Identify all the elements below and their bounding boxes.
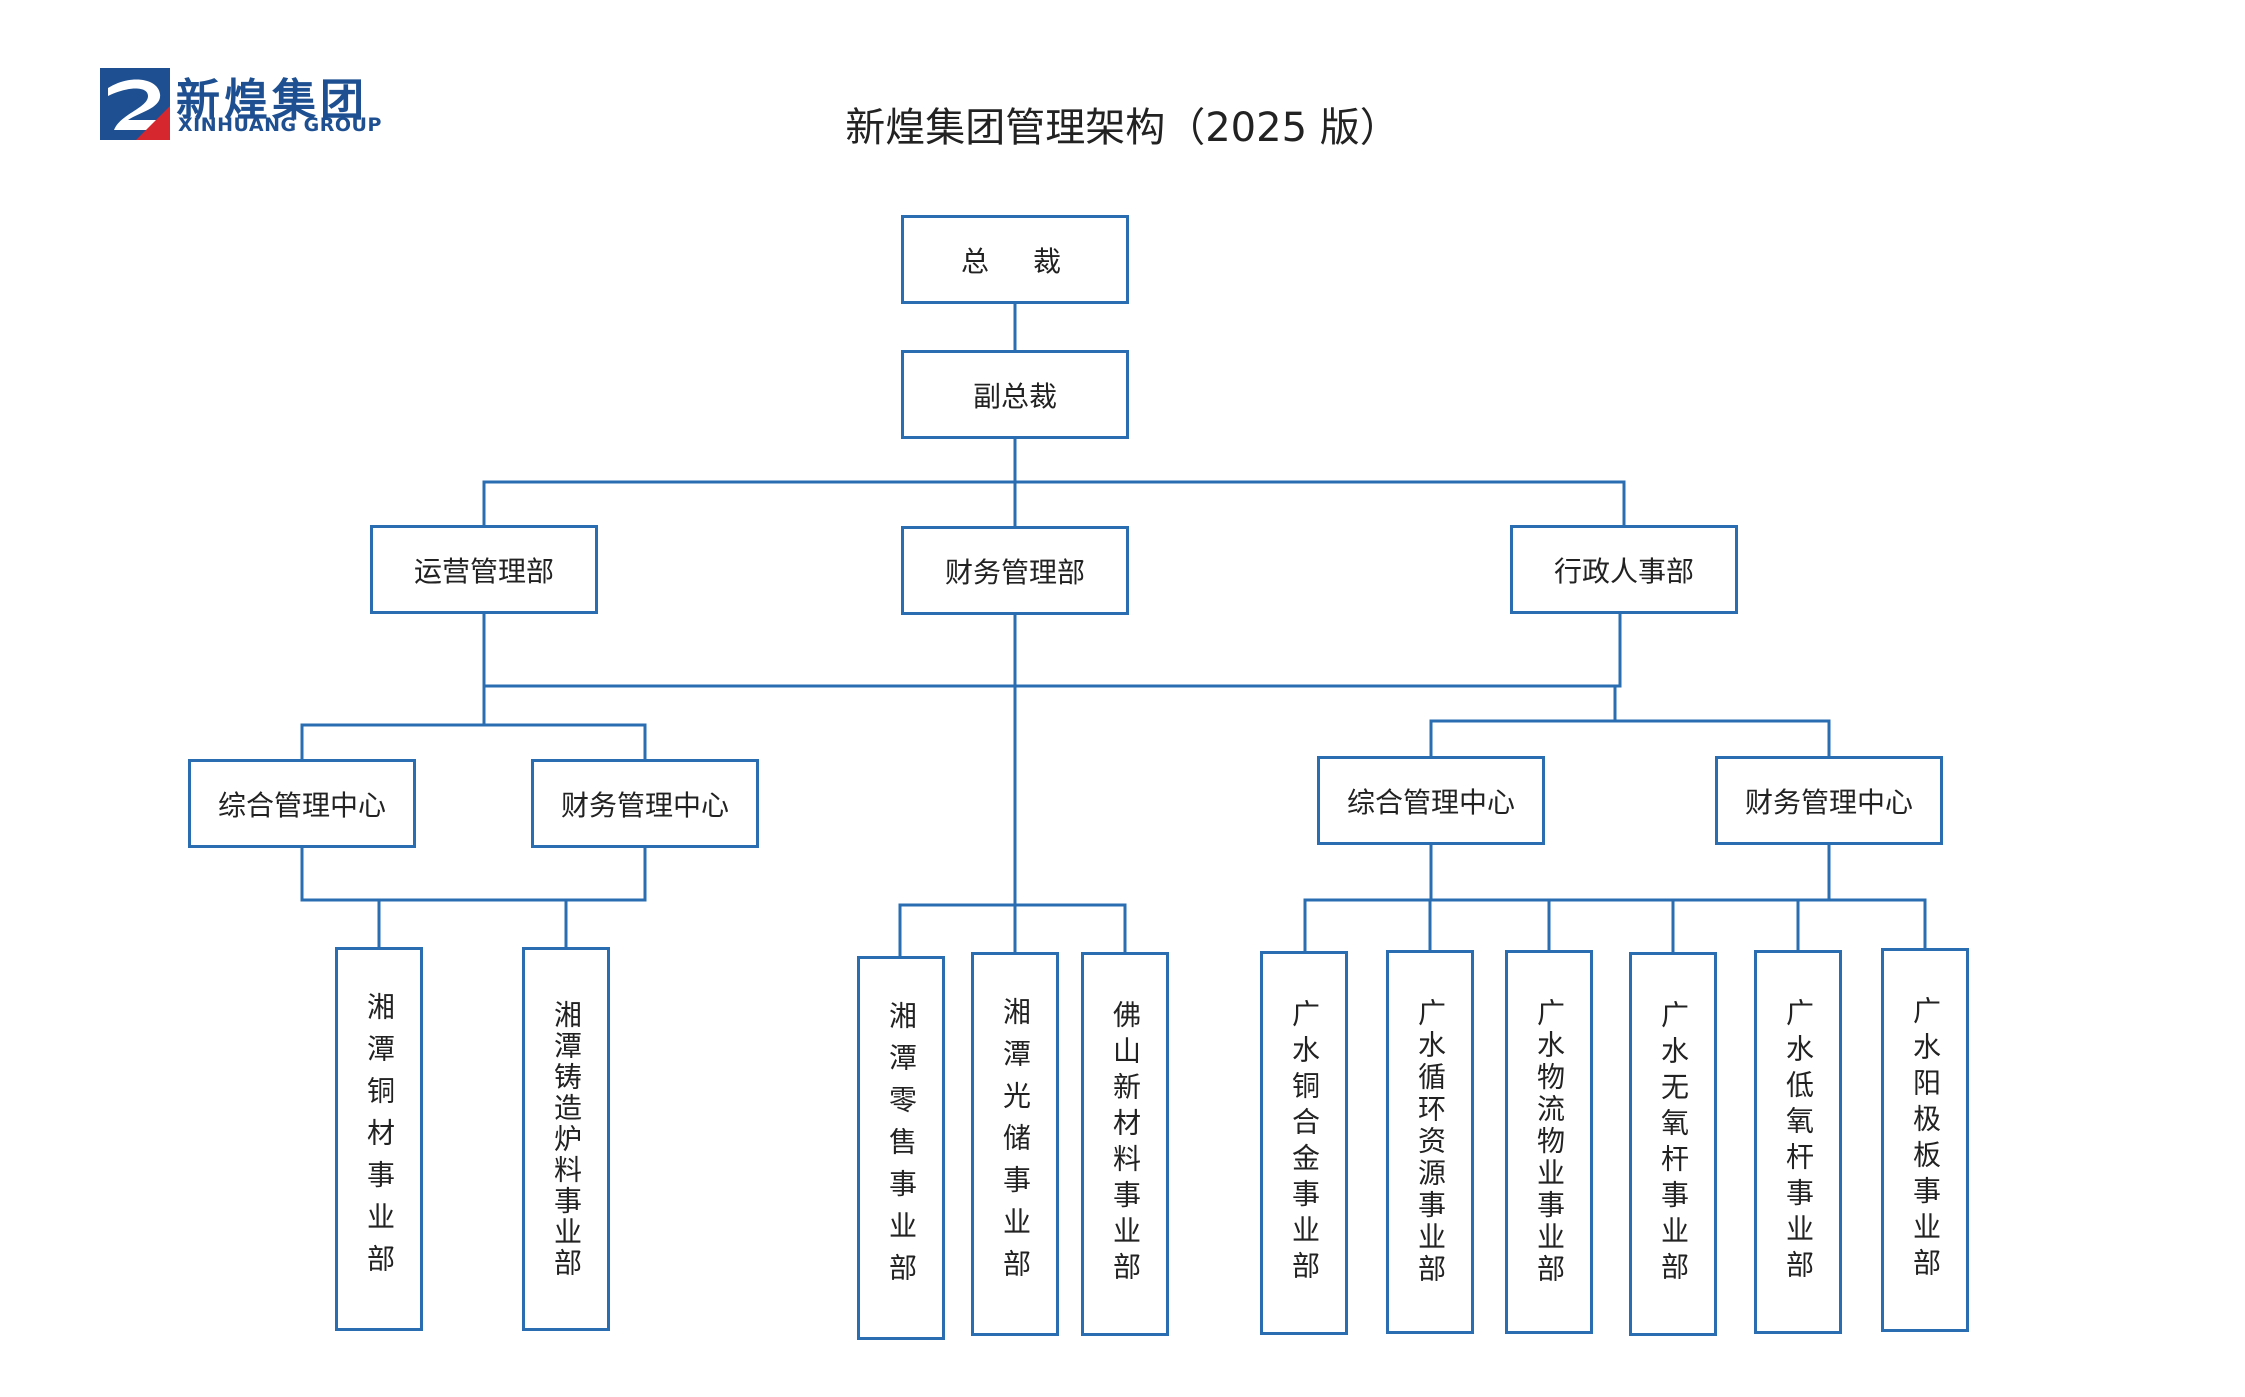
node-vice-president: 副总裁 [901,350,1129,439]
logo-chinese-name: 新煌集团 [176,75,368,126]
node-guangshui-recycling-division: 广水循环资源事业部 [1386,950,1474,1334]
node-admin-hr-dept: 行政人事部 [1510,525,1738,614]
node-left-general-center: 综合管理中心 [188,759,416,848]
logo-english-name: XINHUANG GROUP [178,114,382,136]
node-right-finance-center: 财务管理中心 [1715,756,1943,845]
node-guangshui-low-oxygen-rod-division: 广水低氧杆事业部 [1754,950,1842,1334]
node-finance-dept: 财务管理部 [901,526,1129,615]
node-foshan-new-material-division: 佛山新材料事业部 [1081,952,1169,1336]
node-xiangtan-retail-division: 湘潭零售事业部 [857,956,945,1340]
chart-title: 新煌集团管理架构（2025 版） [845,105,1400,151]
node-guangshui-copper-alloy-division: 广水铜合金事业部 [1260,951,1348,1335]
node-guangshui-anode-plate-division: 广水阳极板事业部 [1881,948,1969,1332]
node-xiangtan-pv-storage-division: 湘潭光储事业部 [971,952,1059,1336]
node-right-general-center: 综合管理中心 [1317,756,1545,845]
xinhuang-logo-icon [100,68,170,140]
node-xiangtan-copper-division: 湘潭铜材事业部 [335,947,423,1331]
node-xiangtan-casting-division: 湘潭铸造炉料事业部 [522,947,610,1331]
node-left-finance-center: 财务管理中心 [531,759,759,848]
node-ceo: 总 裁 [901,215,1129,304]
node-guangshui-logistics-division: 广水物流物业事业部 [1505,950,1593,1334]
company-logo: 新煌集团 XINHUANG GROUP [100,64,420,144]
node-guangshui-oxygen-free-rod-division: 广水无氧杆事业部 [1629,952,1717,1336]
node-operations-dept: 运营管理部 [370,525,598,614]
